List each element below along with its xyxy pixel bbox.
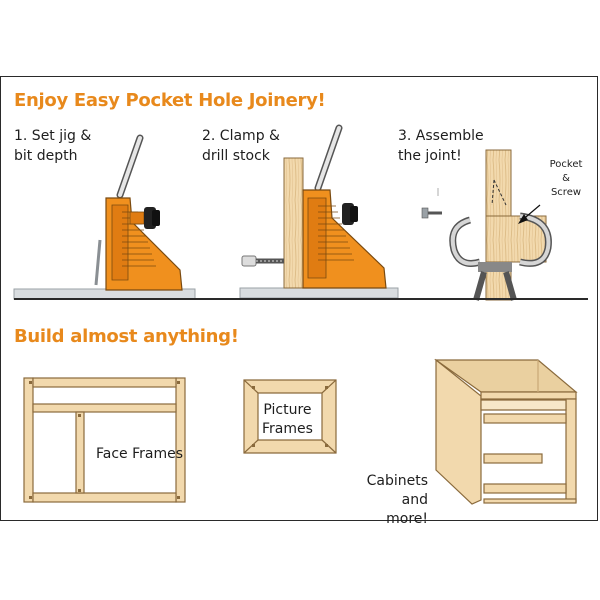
picture-frame-illustration	[243, 379, 337, 454]
face-frames-label: Face Frames	[96, 446, 184, 462]
picture-frames-label: Picture Frames	[262, 402, 313, 437]
page-title: Enjoy Easy Pocket Hole Joinery!	[14, 90, 326, 111]
assembly-step3-illustration	[421, 149, 552, 301]
jig-step1-illustration	[13, 134, 196, 300]
step-3-label: 3. Assemble the joint!	[398, 128, 484, 164]
cabinets-label: Cabinets and more!	[366, 473, 428, 527]
step-2-label: 2. Clamp & drill stock	[202, 128, 280, 164]
pocket-screw-callout: Pocket & Screw	[549, 159, 583, 198]
face-frame-illustration	[23, 377, 186, 503]
cabinet-illustration	[434, 358, 578, 505]
jig-step2-illustration	[239, 124, 399, 299]
step-1-label: 1. Set jig & bit depth	[14, 128, 92, 164]
section-title: Build almost anything!	[14, 326, 239, 347]
